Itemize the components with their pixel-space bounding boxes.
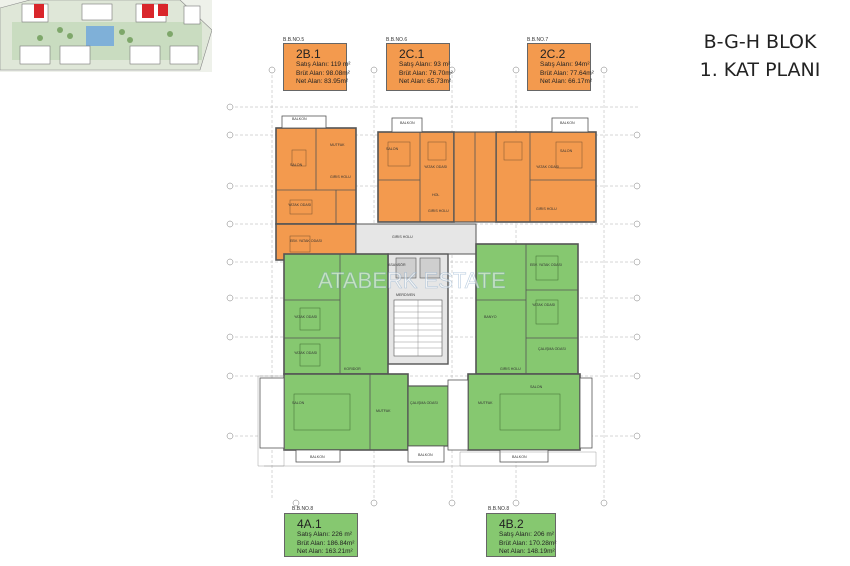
room-label-mutfak-4b2: MUTFAK <box>478 401 493 405</box>
circulation-core <box>355 223 477 365</box>
unit-2c2-net: Net Alan: 66.17m² <box>540 78 593 85</box>
unit-2c2-brut: Brüt Alan: 77.64m² <box>540 69 594 77</box>
unit-2b1-satis: Satış Alanı: 119 m² <box>296 61 351 68</box>
unit-2b1-net: Net Alan: 83.95m² <box>296 78 349 85</box>
unit-card-4a1: 4A.1 Satış Alanı: 226 m² Brüt Alan: 186.… <box>284 513 358 557</box>
room-label-balkon-2b1: BALKON <box>292 117 307 121</box>
room-label-balkon-2c2: BALKON <box>560 121 575 125</box>
unit-4b2-net: Net Alan: 148.19m² <box>499 548 555 555</box>
unit-2c1-satis: Satış Alanı: 93 m² <box>399 61 451 68</box>
room-label-balkon-4b2: BALKON <box>512 455 527 459</box>
unit-4a1-sb-number: B.B.NO.8 <box>292 506 314 512</box>
unit-2c2-code: 2C.2 <box>540 47 566 61</box>
room-label-giris-4b2: GIRIS HOLU <box>500 367 521 371</box>
page-title: B-G-H BLOK 1. KAT PLANI <box>690 28 830 84</box>
unit-4a1-brut: Brüt Alan: 186.84m² <box>297 539 355 547</box>
room-label-giris-2b1: GIRIS HOLU <box>330 175 351 179</box>
room-label-giris-core: GIRIS HOLU <box>392 235 413 239</box>
unit-card-2c1: 2C.1 Satış Alanı: 93 m² Brüt Alan: 76.70… <box>386 43 453 91</box>
unit-4b2-sb-number: B.B.NO.8 <box>488 506 510 512</box>
room-label-mutfak-4a1: MUTFAK <box>376 409 391 413</box>
room-label-mutfak-2b1: MUTFAK <box>330 143 345 147</box>
room-label-yatak-2b1: YATAK ODASI <box>288 203 311 207</box>
watermark: ATABERK ESTATE <box>318 268 506 293</box>
room-label-yatak-2c2: YATAK ODASI <box>536 165 559 169</box>
room-label-calisma-4a1: ÇALIŞMA ODASI <box>410 401 438 405</box>
unit-2c2-sb-number: B.B.NO.7 <box>527 37 549 43</box>
room-label-salon-4a1: SALON <box>292 401 305 405</box>
unit-4a1-code: 4A.1 <box>297 517 322 531</box>
unit-card-4b2: 4B.2 Satış Alanı: 206 m² Brüt Alan: 170.… <box>486 513 556 557</box>
unit-2b1-code: 2B.1 <box>296 47 321 61</box>
room-label-ebv-4b2: EBV. YATAK ODASI <box>530 263 562 267</box>
room-label-salon-2b1: SALON <box>290 163 303 167</box>
unit-2c1-code: 2C.1 <box>399 47 425 61</box>
unit-4b2-plan <box>447 243 593 463</box>
unit-2b1-plan <box>275 115 357 261</box>
room-label-hol-2c1: HOL <box>432 193 439 197</box>
room-label-asansor-1: ASANSÖR <box>388 263 406 267</box>
page-title-line-1: B-G-H BLOK <box>703 31 817 53</box>
room-label-yatak-4b2: YATAK ODASI <box>532 303 555 307</box>
room-label-merdiven: MERDIVEN <box>396 293 415 297</box>
room-labels: SALON MUTFAK YATAK ODASI EBV. YATAK ODAS… <box>288 117 575 459</box>
unit-2c2-satis: Satış Alanı: 94m² <box>540 61 590 68</box>
unit-2b1-sb-number: B.B.NO.5 <box>283 37 305 43</box>
room-label-ebv-2b1: EBV. YATAK ODASI <box>290 239 322 243</box>
unit-2c1-brut: Brüt Alan: 76.70m² <box>399 69 453 77</box>
unit-card-2c2: 2C.2 Satış Alanı: 94m² Brüt Alan: 77.64m… <box>527 43 594 91</box>
room-label-giris-2c2: GIRIS HOLU <box>536 207 557 211</box>
page-title-line-2: 1. KAT PLANI <box>699 59 821 81</box>
unit-2c1-net: Net Alan: 65.73m² <box>399 78 452 85</box>
room-label-balkon-2c1: BALKON <box>400 121 415 125</box>
unit-4a1-net: Net Alan: 163.21m² <box>297 548 353 555</box>
room-label-yatak-4a1-a: YATAK ODASI <box>294 315 317 319</box>
unit-2c1-sb-number: B.B.NO.6 <box>386 37 408 43</box>
room-label-balkon-4a1-b: BALKON <box>418 453 433 457</box>
unit-4b2-code: 4B.2 <box>499 517 524 531</box>
unit-4b2-brut: Brüt Alan: 170.28m² <box>499 539 557 547</box>
room-label-balkon-4a1: BALKON <box>310 455 325 459</box>
site-plan-thumbnail <box>0 0 212 72</box>
unit-4b2-satis: Satış Alanı: 206 m² <box>499 531 554 538</box>
unit-2c2-plan <box>495 117 597 223</box>
room-label-yatak-2c1: YATAK ODASI <box>424 165 447 169</box>
room-label-banyo-4b2: BANYO <box>484 315 497 319</box>
room-label-salon-2c2: SALON <box>560 149 573 153</box>
room-label-koridor-4a1: KORIDOR <box>344 367 361 371</box>
room-label-salon-4b2: SALON <box>530 385 543 389</box>
unit-2c1-plan <box>377 117 455 223</box>
unit-4a1-plan <box>259 253 449 463</box>
unit-card-2b1: 2B.1 Satış Alanı: 119 m² Brüt Alan: 98.0… <box>283 43 351 91</box>
unit-2b1-brut: Brüt Alan: 98.08m² <box>296 69 350 77</box>
room-label-giris-2c1: GIRIS HOLU <box>428 209 449 213</box>
room-label-salon-2c1: SALON <box>386 147 399 151</box>
room-label-calisma-4b2: ÇALIŞMA ODASI <box>538 347 566 351</box>
room-label-yatak-4a1-b: YATAK ODASI <box>294 351 317 355</box>
unit-4a1-satis: Satış Alanı: 226 m² <box>297 531 352 538</box>
